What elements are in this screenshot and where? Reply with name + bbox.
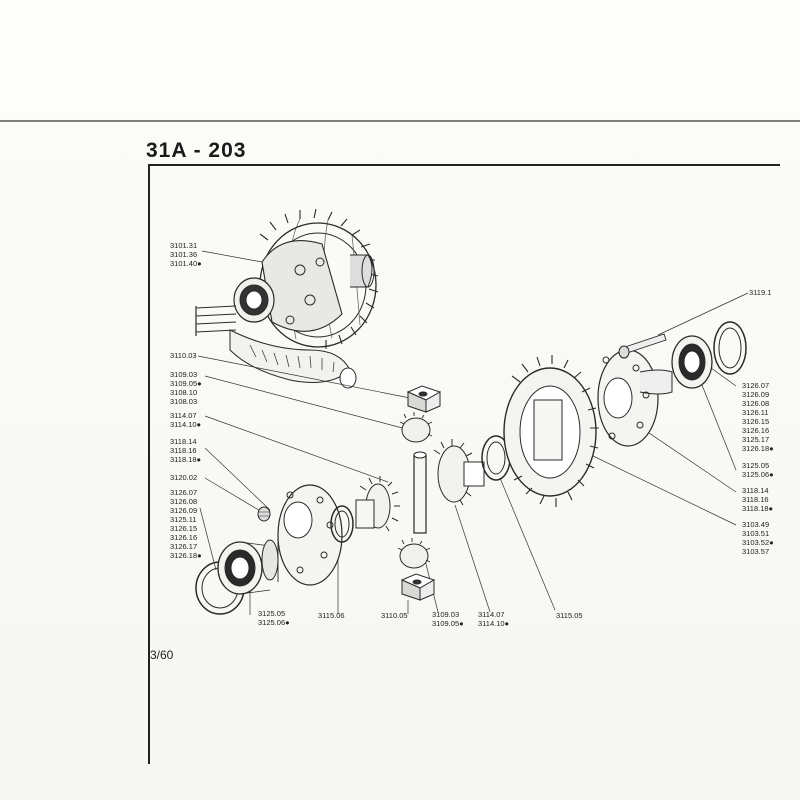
thrust-washer-3115	[330, 505, 354, 543]
leader-lines	[197, 250, 749, 615]
scan-background	[0, 118, 800, 800]
bearing-assembled-left	[233, 277, 275, 323]
scan-top-edge	[0, 120, 800, 122]
cross-shaft	[413, 451, 427, 534]
callout-3114-bottom: 3114.07 3114.10●	[478, 610, 510, 628]
callout-3110-03: 3110.03	[170, 351, 197, 360]
callout-3120-02: 3120.02	[170, 473, 198, 482]
diagram-frame	[148, 164, 780, 764]
callout-3118-group-left: 3118.14 3118.16 3118.18●	[170, 437, 202, 464]
housing-assembled	[261, 240, 343, 332]
planet-pinion-top	[399, 412, 433, 443]
axle-shaft-assembled	[195, 305, 237, 336]
callout-3103-group: 3103.49 3103.51 3103.52● 3103.57	[742, 520, 774, 556]
sheet-title: 31A - 203	[146, 139, 247, 162]
bolt-3119	[618, 333, 667, 359]
assembled-differential-illustration	[195, 208, 379, 389]
callout-3115-05: 3115.05	[556, 611, 583, 620]
page-number: 3/60	[150, 648, 174, 662]
bearing-left	[217, 541, 271, 595]
callout-3114-group: 3114.07 3114.10●	[170, 411, 202, 429]
callout-3118-group-right: 3118.14 3118.16 3118.18●	[742, 486, 774, 513]
callout-3125-bottom: 3125.05 3125.06●	[258, 609, 290, 627]
planet-pinion-bottom	[397, 538, 431, 569]
bearing-right	[671, 335, 713, 389]
callout-crown-group-top: 3101.31 3101.36 3101.40●	[170, 241, 202, 268]
differential-case-half-left	[261, 484, 343, 586]
side-gear-right	[433, 439, 485, 506]
callout-3119-1: 3119.1	[749, 288, 772, 297]
block-bottom	[400, 573, 436, 601]
callout-3115-06: 3115.06	[318, 611, 345, 620]
bearing-assembled-right	[350, 254, 375, 288]
thrust-washer-far-right	[713, 321, 747, 375]
callout-3125-right: 3125.05 3125.06●	[742, 461, 774, 479]
side-gear-left	[355, 476, 400, 532]
differential-case-half-right	[597, 349, 673, 447]
callout-3109-group: 3109.03 3109.05● 3108.10 3108.03	[170, 370, 202, 406]
block-top	[406, 385, 442, 413]
bolt-3120	[257, 506, 271, 522]
pinion-assembled	[229, 329, 357, 389]
callout-bearing-group-right: 3126.07 3126.09 3126.08 3126.11 3126.15 …	[742, 381, 774, 453]
crown-ring-gear	[503, 355, 599, 507]
callout-3109-bottom: 3109.03 3109.05●	[432, 610, 464, 628]
callout-bearing-group-left: 3126.07 3126.08 3126.09 3125.11 3126.15 …	[170, 488, 202, 560]
callout-3110-05: 3110.05	[381, 611, 408, 620]
